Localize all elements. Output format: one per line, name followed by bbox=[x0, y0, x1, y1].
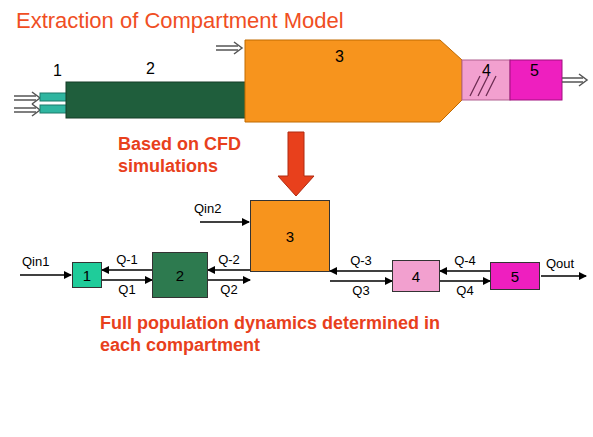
note: Based on CFD simulations bbox=[118, 133, 283, 177]
flow-label: Q-2 bbox=[216, 253, 242, 267]
compartment-box: 2 bbox=[152, 252, 208, 298]
flow-arrow bbox=[330, 280, 392, 281]
flow-arrow bbox=[330, 270, 392, 271]
inflow-arrow bbox=[200, 221, 249, 222]
inlet-arrow bbox=[14, 92, 40, 116]
flow-label: Q1 bbox=[116, 283, 137, 297]
outlet-section bbox=[510, 60, 562, 100]
part-number: 2 bbox=[146, 60, 155, 78]
part-number: 4 bbox=[482, 62, 491, 80]
flow-arrow bbox=[440, 280, 490, 281]
outlet-arrow bbox=[562, 74, 587, 86]
flow-label: Qin2 bbox=[194, 201, 221, 216]
compartment-number: 3 bbox=[286, 228, 294, 245]
flow-arrow bbox=[208, 269, 250, 270]
flow-label: Q2 bbox=[218, 283, 239, 297]
compartment-number: 2 bbox=[176, 267, 184, 284]
flow-label: Q-3 bbox=[348, 254, 374, 268]
part-number: 5 bbox=[530, 62, 539, 80]
outflow-arrow bbox=[541, 275, 586, 276]
hatched-section bbox=[462, 60, 510, 100]
flow-label: Q3 bbox=[350, 284, 371, 298]
compartment-box: 3 bbox=[250, 200, 330, 272]
flow-label: Q-4 bbox=[452, 254, 478, 268]
flow-arrow bbox=[208, 279, 250, 280]
flow-arrow bbox=[102, 269, 152, 270]
flow-label: Q4 bbox=[454, 284, 475, 298]
compartment-box: 4 bbox=[392, 260, 440, 292]
tube bbox=[66, 82, 246, 118]
flow-arrow bbox=[440, 270, 490, 271]
compartment-number: 1 bbox=[83, 267, 91, 284]
compartment-number: 5 bbox=[511, 268, 519, 285]
flow-label: Q-1 bbox=[114, 253, 140, 267]
part-number: 1 bbox=[53, 62, 62, 80]
flow-label: Qout bbox=[546, 256, 574, 271]
compartment-number: 4 bbox=[412, 268, 420, 285]
compartment-box: 1 bbox=[72, 262, 102, 288]
title: Extraction of Compartment Model bbox=[16, 8, 344, 34]
flow-arrow bbox=[102, 279, 152, 280]
caption: Full population dynamics determined in e… bbox=[100, 312, 460, 356]
inlet-arrow bbox=[216, 42, 242, 54]
vessel bbox=[245, 40, 462, 122]
inflow-arrow bbox=[20, 274, 71, 275]
transform-arrow bbox=[278, 132, 314, 196]
flow-label: Qin1 bbox=[22, 254, 49, 269]
compartment-box: 5 bbox=[490, 262, 540, 290]
part-number: 3 bbox=[335, 48, 344, 66]
